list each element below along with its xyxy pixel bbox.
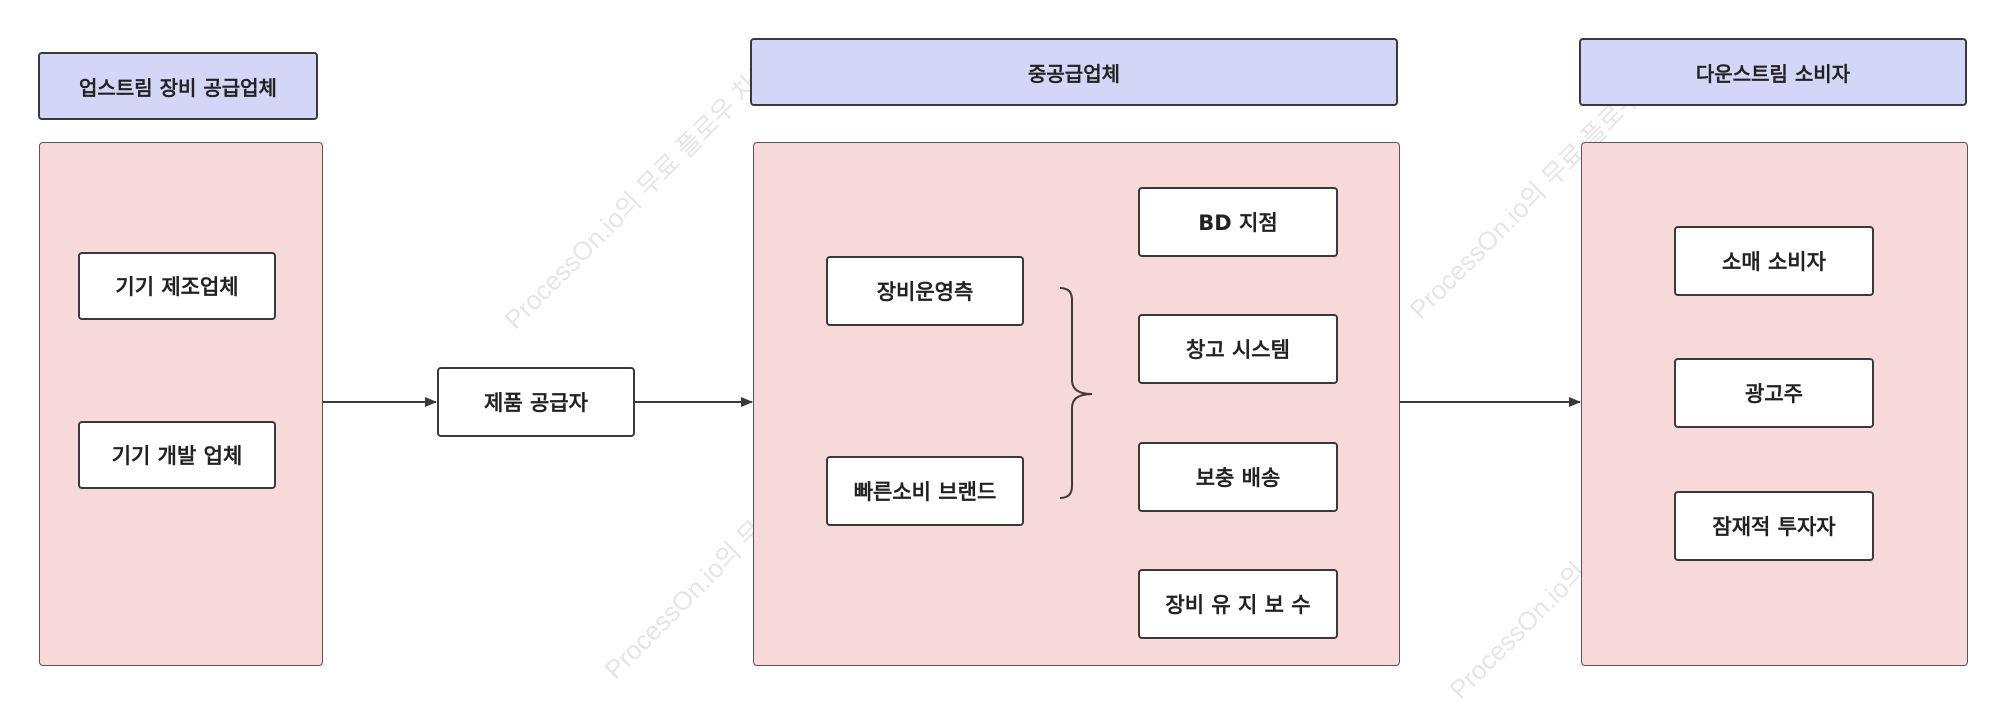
midstream-header: 중공급업체 — [750, 38, 1398, 106]
bd-branch-node[interactable]: BD 지점 — [1138, 187, 1338, 257]
fmcg-brand-node[interactable]: 빠른소비 브랜드 — [826, 456, 1024, 526]
upstream-header: 업스트림 장비 공급업체 — [38, 52, 318, 120]
advertiser-node[interactable]: 광고주 — [1674, 358, 1874, 428]
product-supplier-node[interactable]: 제품 공급자 — [437, 367, 635, 437]
device-developer-node[interactable]: 기기 개발 업체 — [78, 421, 276, 489]
potential-investor-node[interactable]: 잠재적 투자자 — [1674, 491, 1874, 561]
upstream-panel — [39, 142, 323, 666]
equipment-operator-node[interactable]: 장비운영측 — [826, 256, 1024, 326]
replenishment-delivery-node[interactable]: 보충 배송 — [1138, 442, 1338, 512]
device-manufacturer-node[interactable]: 기기 제조업체 — [78, 252, 276, 320]
retail-consumer-node[interactable]: 소매 소비자 — [1674, 226, 1874, 296]
equipment-maintenance-node[interactable]: 장비 유 지 보 수 — [1138, 569, 1338, 639]
grouping-brace — [1059, 287, 1093, 499]
downstream-header: 다운스트림 소비자 — [1579, 38, 1967, 106]
warehouse-system-node[interactable]: 창고 시스템 — [1138, 314, 1338, 384]
